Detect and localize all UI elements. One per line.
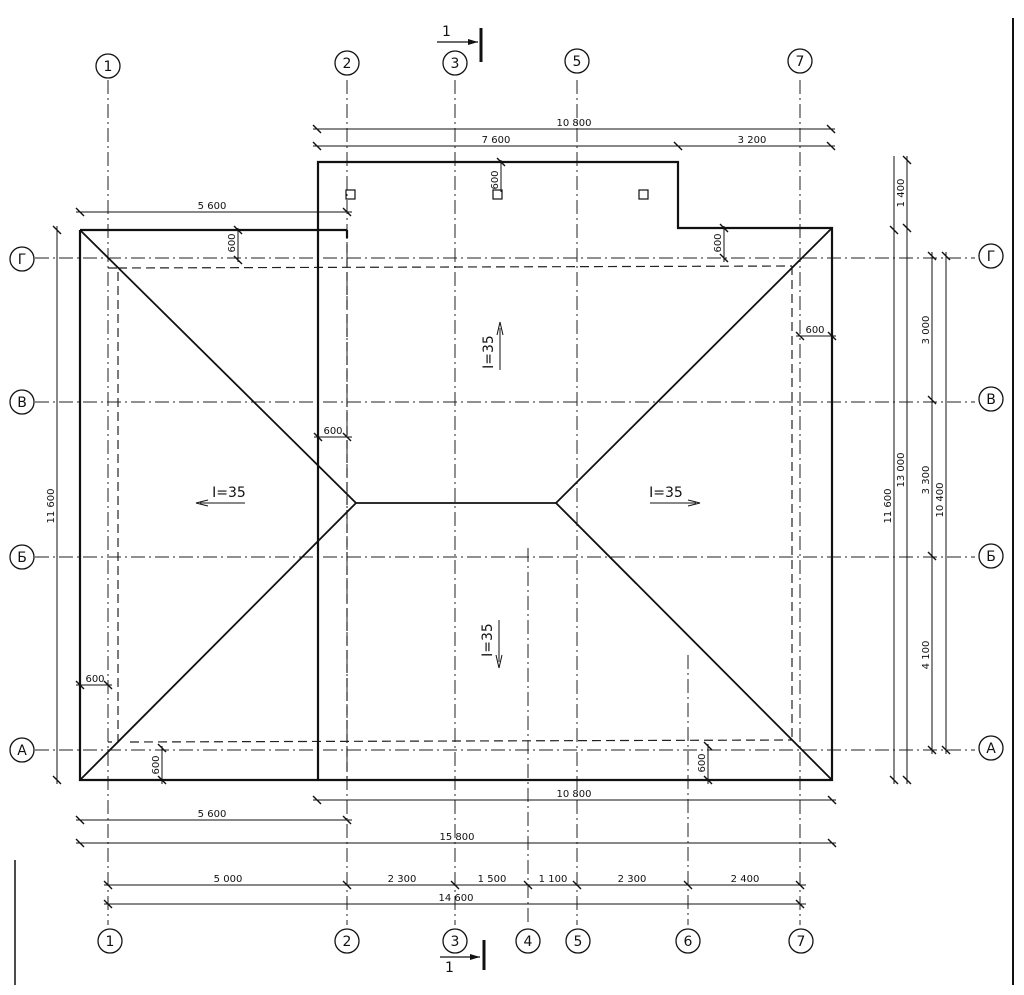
dim-right-11600: 11 600 [883,489,894,524]
slope-north-label: I=35 [481,335,497,369]
dim-right-1400: 1 400 [896,179,907,208]
slope-west: I=35 [195,485,246,507]
axis-bubble-bottom-5: 5 [574,934,583,950]
dim-bottom-1100: 1 100 [539,874,568,885]
dim-bottom-2300a: 2 300 [388,874,417,885]
dim-bottom-2400: 2 400 [731,874,760,885]
wall-bottom [129,739,793,743]
wall-left [108,267,119,743]
slope-labels: I=35 I=35 I=35 I=35 [195,321,701,669]
roof-outline [78,160,834,782]
dim-overhang-right: 600 [805,325,824,336]
axis-bubble-top-5: 5 [573,54,582,70]
dim-right-4100: 4 100 [921,641,932,670]
dim-bottom-15800: 15 800 [440,832,475,843]
slope-south: I=35 [480,620,503,669]
axis-bubbles-bottom: 1 2 3 4 5 6 7 [97,928,814,954]
dim-bottom-5600: 5 600 [198,809,227,820]
axis-bubbles-left: Г В Б А [9,246,35,763]
dim-bottom-14600: 14 600 [439,893,474,904]
axis-bubble-top-7: 7 [796,54,805,70]
axis-bubble-bottom-2: 2 [343,934,352,950]
dim-bottom-10800: 10 800 [557,789,592,800]
axis-bubble-bottom-6: 6 [684,934,693,950]
slope-east-label: I=35 [649,485,683,501]
roof-vents [345,189,649,200]
dim-right-10400: 10 400 [935,483,946,518]
dimensions-right: 11 600 1 400 13 000 3 000 3 300 4 100 10… [883,155,951,785]
hip-nw [79,229,357,504]
axis-bubble-top-1: 1 [104,59,113,75]
dim-bottom-2300b: 2 300 [618,874,647,885]
axis-bubbles-top: 1 2 3 5 7 [95,48,813,79]
slope-north: I=35 [481,321,504,370]
axis-bubble-top-3: 3 [451,56,460,72]
axis-bubble-bottom-4: 4 [524,934,533,950]
dim-top-total: 10 800 [557,118,592,129]
dim-left-height: 11 600 [46,489,57,524]
dim-overhang-left: 600 [85,674,104,685]
axis-bubble-bottom-1: 1 [106,934,115,950]
dim-overhang-bottom-left: 600 [151,755,162,774]
axis-bubble-right-B: Б [986,549,996,565]
axis-bubble-left-V: В [17,395,27,411]
dim-right-3300: 3 300 [921,466,932,495]
dim-overhang-bottom-right: 600 [697,753,708,772]
hip-sw [79,502,357,781]
axis-bubble-right-A: А [986,741,996,757]
hip-ne [555,227,833,504]
roof-hips [79,227,833,781]
wall-top [117,265,793,269]
slope-west-label: I=35 [212,485,246,501]
hip-se [555,502,833,781]
dimensions-top: 10 800 7 600 3 200 5 600 600 600 600 600… [75,118,837,785]
dimensions-left: 11 600 [46,225,62,785]
axis-bubble-bottom-7: 7 [797,934,806,950]
axis-bubble-bottom-3: 3 [451,934,460,950]
slope-south-label: I=35 [480,623,496,657]
dim-bottom-1500: 1 500 [478,874,507,885]
dim-right-13000: 13 000 [896,453,907,488]
section-mark-top: 1 [437,24,483,62]
dim-overhang-vent: 600 [490,170,501,189]
dim-overhang-top-left: 600 [227,233,238,252]
dim-left-wing: 5 600 [198,201,227,212]
vertical-axes [107,80,801,925]
axis-bubbles-right: Г В Б А [978,243,1004,761]
vent-2 [492,189,503,200]
dimensions-bottom: 10 800 5 600 15 800 5 000 2 300 1 500 1 … [75,789,837,909]
axis-bubble-left-B: Б [17,550,27,566]
section-label-bottom: 1 [445,960,454,976]
axis-bubble-right-G: Г [987,249,996,265]
dim-overhang-top-right: 600 [713,233,724,252]
axis-bubble-left-G: Г [18,252,27,268]
axis-bubble-left-A: А [17,743,27,759]
dim-right-3000: 3 000 [921,316,932,345]
vent-3 [638,189,649,200]
wall-outline [108,230,793,778]
dim-top-b: 3 200 [738,135,767,146]
axis-bubble-top-2: 2 [343,56,352,72]
dim-top-a: 7 600 [482,135,511,146]
vent-1 [345,189,356,200]
axis-bubble-right-V: В [986,392,996,408]
roof-edge [78,160,834,782]
slope-east: I=35 [649,485,701,507]
dim-overhang-inner: 600 [323,426,342,437]
section-mark-bottom: 1 [440,940,486,976]
horizontal-axes [35,257,975,751]
section-label-top: 1 [442,24,451,40]
dim-bottom-5000: 5 000 [214,874,243,885]
